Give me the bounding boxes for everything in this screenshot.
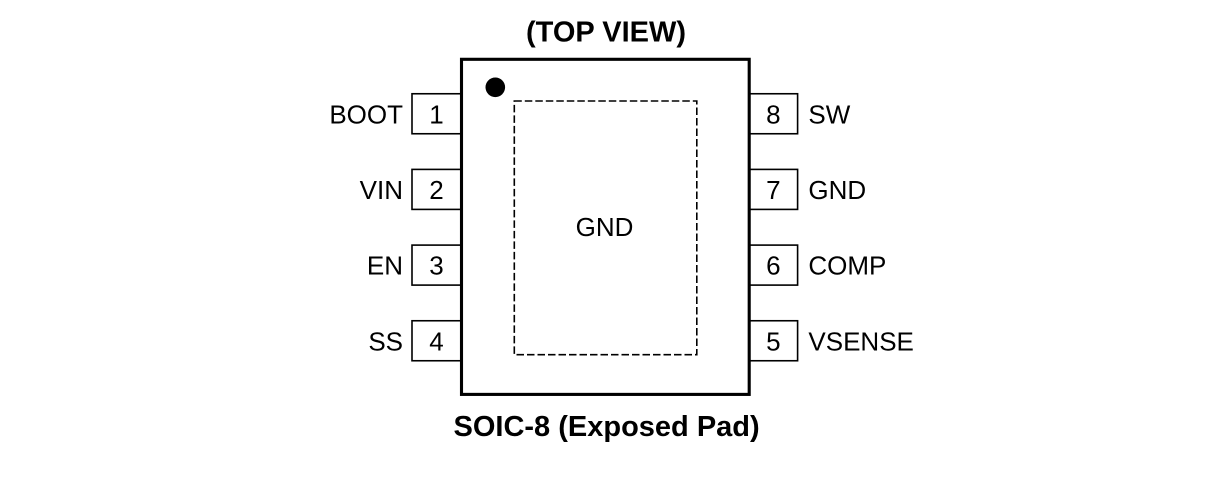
svg-text:GND: GND [576, 212, 634, 242]
svg-text:COMP: COMP [808, 251, 886, 281]
svg-text:2: 2 [429, 175, 443, 205]
svg-text:(TOP VIEW): (TOP VIEW) [526, 16, 686, 48]
svg-text:SW: SW [808, 99, 850, 129]
svg-text:VIN: VIN [360, 175, 403, 205]
svg-text:6: 6 [766, 251, 780, 281]
svg-text:4: 4 [429, 326, 443, 356]
svg-text:GND: GND [808, 175, 866, 205]
svg-text:BOOT: BOOT [329, 99, 403, 129]
svg-text:8: 8 [766, 99, 780, 129]
svg-text:3: 3 [429, 251, 443, 281]
svg-text:EN: EN [367, 251, 403, 281]
svg-text:SOIC-8 (Exposed Pad): SOIC-8 (Exposed Pad) [454, 411, 760, 443]
svg-text:5: 5 [766, 326, 780, 356]
svg-text:7: 7 [766, 175, 780, 205]
svg-text:VSENSE: VSENSE [808, 326, 914, 356]
svg-text:1: 1 [429, 99, 443, 129]
svg-text:SS: SS [368, 326, 403, 356]
